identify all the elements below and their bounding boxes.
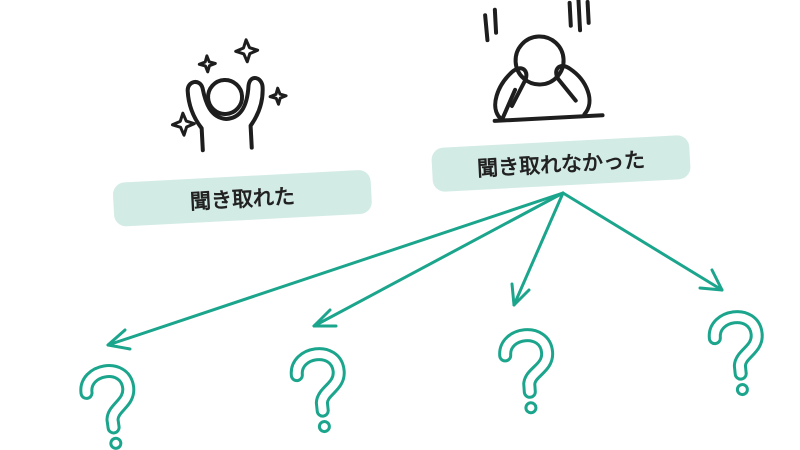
arrow-4 [561,191,724,292]
cheering-person-icon [170,38,288,153]
label-heard: 聞き取れた [189,184,295,213]
arrow-1 [106,191,565,351]
head-in-hands-person-icon [483,0,605,123]
label-not-heard-bg [431,135,691,192]
question-mark-icon: ? [707,310,764,397]
question-mark-icon: ? [289,347,346,434]
label-heard-bg [113,170,372,227]
arrow-2 [312,191,565,328]
question-mark-icon: ? [498,328,555,415]
arrow-3 [510,191,565,307]
question-mark-icon: ? [79,364,136,450]
